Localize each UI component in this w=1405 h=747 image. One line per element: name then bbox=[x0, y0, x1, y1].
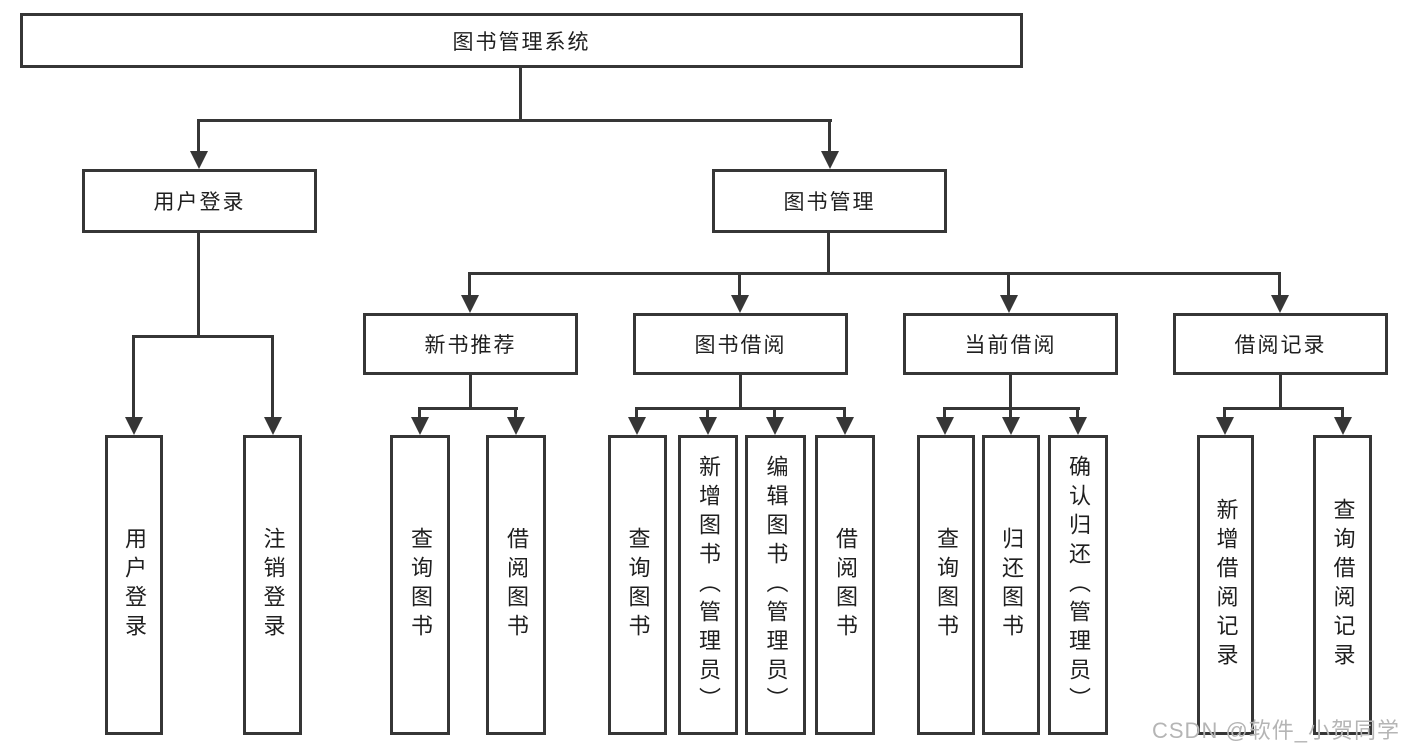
connector-vline bbox=[827, 233, 830, 272]
leaf-user-login: 用户登录 bbox=[105, 435, 163, 735]
arrow-down-icon bbox=[1334, 417, 1352, 435]
leaf-query-books-borrow: 查询图书 bbox=[608, 435, 667, 735]
leaf-add-books-admin: 新增图书（管理员） bbox=[678, 435, 738, 735]
leaf-return-books: 归还图书 bbox=[982, 435, 1040, 735]
connector-hline bbox=[469, 272, 1281, 275]
arrow-down-icon bbox=[1271, 295, 1289, 313]
connector-vline bbox=[828, 119, 831, 151]
arrow-down-icon bbox=[936, 417, 954, 435]
node-borrowing-records: 借阅记录 bbox=[1173, 313, 1388, 375]
node-book-borrowing: 图书借阅 bbox=[633, 313, 848, 375]
arrow-down-icon bbox=[411, 417, 429, 435]
arrow-down-icon bbox=[125, 417, 143, 435]
connector-vline bbox=[418, 407, 421, 417]
connector-vline bbox=[706, 407, 709, 417]
leaf-query-borrow-record: 查询借阅记录 bbox=[1313, 435, 1372, 735]
connector-vline bbox=[132, 335, 135, 417]
connector-vline bbox=[843, 407, 846, 417]
arrow-down-icon bbox=[766, 417, 784, 435]
connector-vline bbox=[1007, 272, 1010, 295]
leaf-query-books-current: 查询图书 bbox=[917, 435, 975, 735]
connector-hline bbox=[1223, 407, 1344, 410]
node-user-login: 用户登录 bbox=[82, 169, 317, 233]
arrow-down-icon bbox=[731, 295, 749, 313]
node-library-management-system: 图书管理系统 bbox=[20, 13, 1023, 68]
connector-vline bbox=[738, 272, 741, 295]
connector-vline bbox=[469, 375, 472, 407]
arrow-down-icon bbox=[507, 417, 525, 435]
connector-vline bbox=[739, 375, 742, 407]
arrow-down-icon bbox=[628, 417, 646, 435]
node-new-book-recommendation: 新书推荐 bbox=[363, 313, 578, 375]
connector-vline bbox=[1009, 407, 1012, 417]
connector-vline bbox=[943, 407, 946, 417]
leaf-logout-login: 注销登录 bbox=[243, 435, 302, 735]
arrow-down-icon bbox=[836, 417, 854, 435]
connector-vline bbox=[519, 68, 522, 119]
leaf-edit-books-admin: 编辑图书（管理员） bbox=[745, 435, 806, 735]
connector-vline bbox=[1278, 272, 1281, 295]
connector-vline bbox=[1076, 407, 1079, 417]
connector-hline bbox=[132, 335, 274, 338]
arrow-down-icon bbox=[190, 151, 208, 169]
arrow-down-icon bbox=[699, 417, 717, 435]
leaf-confirm-return-admin: 确认归还（管理员） bbox=[1048, 435, 1108, 735]
connector-vline bbox=[1341, 407, 1344, 417]
leaf-query-books-recommend: 查询图书 bbox=[390, 435, 450, 735]
leaf-borrow-books-borrow: 借阅图书 bbox=[815, 435, 875, 735]
leaf-add-borrow-record: 新增借阅记录 bbox=[1197, 435, 1254, 735]
arrow-down-icon bbox=[821, 151, 839, 169]
connector-vline bbox=[271, 335, 274, 417]
node-book-management: 图书管理 bbox=[712, 169, 947, 233]
node-current-borrowing: 当前借阅 bbox=[903, 313, 1118, 375]
connector-vline bbox=[773, 407, 776, 417]
arrow-down-icon bbox=[1069, 417, 1087, 435]
connector-vline bbox=[514, 407, 517, 417]
connector-vline bbox=[197, 233, 200, 335]
arrow-down-icon bbox=[1002, 417, 1020, 435]
connector-vline bbox=[468, 272, 471, 295]
csdn-watermark: CSDN @软件_小贺同学 bbox=[1152, 718, 1401, 743]
arrow-down-icon bbox=[1000, 295, 1018, 313]
leaf-borrow-books-recommend: 借阅图书 bbox=[486, 435, 546, 735]
connector-vline bbox=[635, 407, 638, 417]
connector-vline bbox=[197, 119, 200, 151]
connector-hline bbox=[197, 119, 832, 122]
connector-vline bbox=[1279, 375, 1282, 407]
arrow-down-icon bbox=[1216, 417, 1234, 435]
arrow-down-icon bbox=[264, 417, 282, 435]
arrow-down-icon bbox=[461, 295, 479, 313]
connector-vline bbox=[1223, 407, 1226, 417]
connector-vline bbox=[1009, 375, 1012, 407]
connector-hline bbox=[635, 407, 846, 410]
connector-hline bbox=[418, 407, 518, 410]
